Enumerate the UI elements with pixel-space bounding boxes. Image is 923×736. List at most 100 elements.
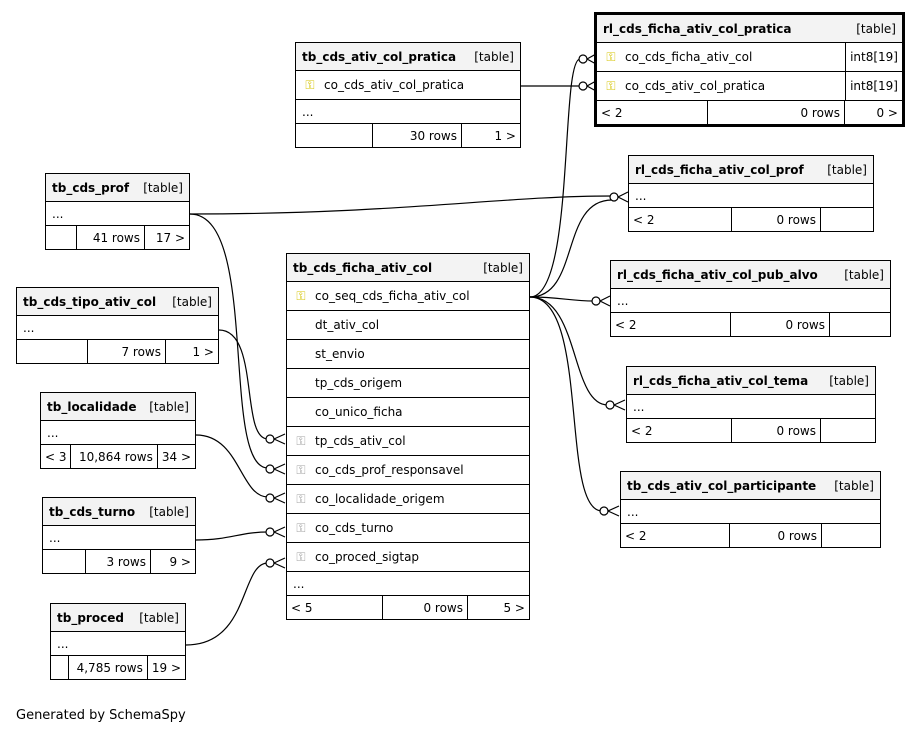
ellipsis-row: ... <box>51 632 185 656</box>
table-kind: [table] <box>139 610 179 625</box>
table-rl-cds-ficha-ativ-col-pub-alvo[interactable]: rl_cds_ficha_ativ_col_pub_alvo [table] .… <box>610 260 891 337</box>
ellipsis-row: ... <box>611 289 890 313</box>
edge-turno-ficha <box>195 531 269 541</box>
foreign-key-icon: ⚿ <box>296 520 306 535</box>
row-count: 0 rows <box>729 524 822 547</box>
table-tb-cds-ficha-ativ-col[interactable]: tb_cds_ficha_ativ_col [table] ⚿co_seq_cd… <box>286 253 530 620</box>
children-count: 9 > <box>169 554 191 569</box>
table-footer: 41 rows 17 > <box>46 226 189 249</box>
table-rl-cds-ficha-ativ-col-tema[interactable]: rl_cds_ficha_ativ_col_tema [table] ... <… <box>626 366 876 443</box>
table-footer: < 2 0 rows <box>611 313 890 336</box>
parents-count <box>296 124 372 147</box>
table-kind: [table] <box>834 478 874 493</box>
column-name: co_localidade_origem <box>315 492 445 506</box>
column-row: co_unico_ficha <box>287 398 529 427</box>
parents-count: < 2 <box>615 317 637 332</box>
table-footer: < 2 0 rows 0 > <box>597 101 902 124</box>
edge-prof-rl-prof <box>189 195 613 215</box>
edge-localidade-ficha <box>195 434 269 498</box>
edge-ficha-rl-pratica <box>529 58 581 298</box>
table-header: tb_cds_ficha_ativ_col [table] <box>287 254 529 282</box>
children-count <box>821 419 875 442</box>
column-row: ⚿co_proced_sigtap <box>287 543 529 572</box>
edge-ficha-rl-pub <box>529 296 595 302</box>
foreign-key-icon: ⚿ <box>296 462 306 477</box>
table-kind: [table] <box>829 373 869 388</box>
table-name: tb_cds_ativ_col_participante <box>627 478 817 493</box>
ellipsis-row: ... <box>287 572 529 596</box>
column-name: co_cds_turno <box>315 521 394 535</box>
primary-key-icon: ⚿ <box>305 77 315 92</box>
table-rl-cds-ficha-ativ-col-prof[interactable]: rl_cds_ficha_ativ_col_prof [table] ... <… <box>628 155 874 232</box>
table-name: tb_localidade <box>47 399 137 414</box>
column-name: dt_ativ_col <box>315 318 380 332</box>
row-count: 0 rows <box>382 596 468 619</box>
ellipsis-row: ... <box>296 100 520 124</box>
table-footer: 3 rows 9 > <box>43 550 195 573</box>
table-tb-proced[interactable]: tb_proced [table] ... 4,785 rows 19 > <box>50 603 186 680</box>
table-footer: < 3 10,864 rows 34 > <box>41 445 195 468</box>
table-header: tb_cds_ativ_col_participante [table] <box>621 472 880 500</box>
primary-key-icon: ⚿ <box>606 78 616 93</box>
parents-count: < 2 <box>633 212 655 227</box>
parents-count: < 2 <box>631 423 653 438</box>
column-row: ⚿ co_cds_turno <box>287 514 529 543</box>
edge-proced-ficha <box>185 562 269 646</box>
column-name: co_cds_ficha_ativ_col <box>625 50 753 64</box>
ellipsis-row: ... <box>629 184 873 208</box>
column-row: tp_cds_origem <box>287 369 529 398</box>
table-header: tb_cds_ativ_col_pratica [table] <box>296 43 520 71</box>
table-name: rl_cds_ficha_ativ_col_prof <box>635 162 804 177</box>
table-tb-cds-ativ-col-participante[interactable]: tb_cds_ativ_col_participante [table] ...… <box>620 471 881 548</box>
table-kind: [table] <box>856 21 896 36</box>
generated-by-footer: Generated by SchemaSpy <box>16 708 186 723</box>
column-row: ⚿co_localidade_origem <box>287 485 529 514</box>
table-name: tb_cds_prof <box>52 180 130 195</box>
edge-ficha-rl-prof <box>529 199 613 298</box>
table-tb-cds-prof[interactable]: tb_cds_prof [table] ... 41 rows 17 > <box>45 173 190 250</box>
table-tb-cds-turno[interactable]: tb_cds_turno [table] ... 3 rows 9 > <box>42 497 196 574</box>
column-row: ⚿co_seq_cds_ficha_ativ_col <box>287 282 529 311</box>
column-name: co_cds_ativ_col_pratica <box>625 79 766 93</box>
children-count: 5 > <box>503 600 525 615</box>
table-tb-localidade[interactable]: tb_localidade [table] ... < 3 10,864 row… <box>40 392 196 469</box>
table-kind: [table] <box>483 260 523 275</box>
table-name: tb_cds_ativ_col_pratica <box>302 49 457 64</box>
column-row: st_envio <box>287 340 529 369</box>
table-kind: [table] <box>172 294 212 309</box>
table-kind: [table] <box>827 162 867 177</box>
foreign-key-icon: ⚿ <box>296 549 306 564</box>
ellipsis-row: ... <box>41 421 195 445</box>
foreign-key-icon: ⚿ <box>296 433 306 448</box>
row-count: 7 rows <box>87 340 166 363</box>
children-count <box>830 313 890 336</box>
row-count: 41 rows <box>76 226 145 249</box>
table-tb-cds-ativ-col-pratica[interactable]: tb_cds_ativ_col_pratica [table] ⚿ co_cds… <box>295 42 521 148</box>
row-count: 3 rows <box>85 550 151 573</box>
table-rl-cds-ficha-ativ-col-pratica[interactable]: rl_cds_ficha_ativ_col_pratica [table] ⚿ … <box>594 12 905 127</box>
primary-key-icon: ⚿ <box>296 288 306 303</box>
table-footer: < 2 0 rows <box>629 208 873 231</box>
parents-count <box>17 340 87 363</box>
children-count: 0 > <box>876 105 898 120</box>
table-name: tb_proced <box>57 610 124 625</box>
table-name: rl_cds_ficha_ativ_col_tema <box>633 373 809 388</box>
table-tb-cds-tipo-ativ-col[interactable]: tb_cds_tipo_ativ_col [table] ... 7 rows … <box>16 287 219 364</box>
row-count: 30 rows <box>372 124 462 147</box>
table-header: tb_cds_prof [table] <box>46 174 189 202</box>
table-kind: [table] <box>143 180 183 195</box>
parents-count <box>43 550 85 573</box>
column-type: int8[19] <box>845 43 902 71</box>
column-name: tp_cds_origem <box>315 376 403 390</box>
row-count: 0 rows <box>707 101 845 124</box>
table-kind: [table] <box>844 267 884 282</box>
ellipsis-row: ... <box>17 316 218 340</box>
children-count: 1 > <box>192 344 214 359</box>
table-name: tb_cds_tipo_ativ_col <box>23 294 157 309</box>
ellipsis-row: ... <box>46 202 189 226</box>
edge-ficha-participante <box>529 296 603 512</box>
ellipsis-row: ... <box>43 526 195 550</box>
parents-count: < 3 <box>45 449 67 464</box>
column-name: tp_cds_ativ_col <box>315 434 406 448</box>
